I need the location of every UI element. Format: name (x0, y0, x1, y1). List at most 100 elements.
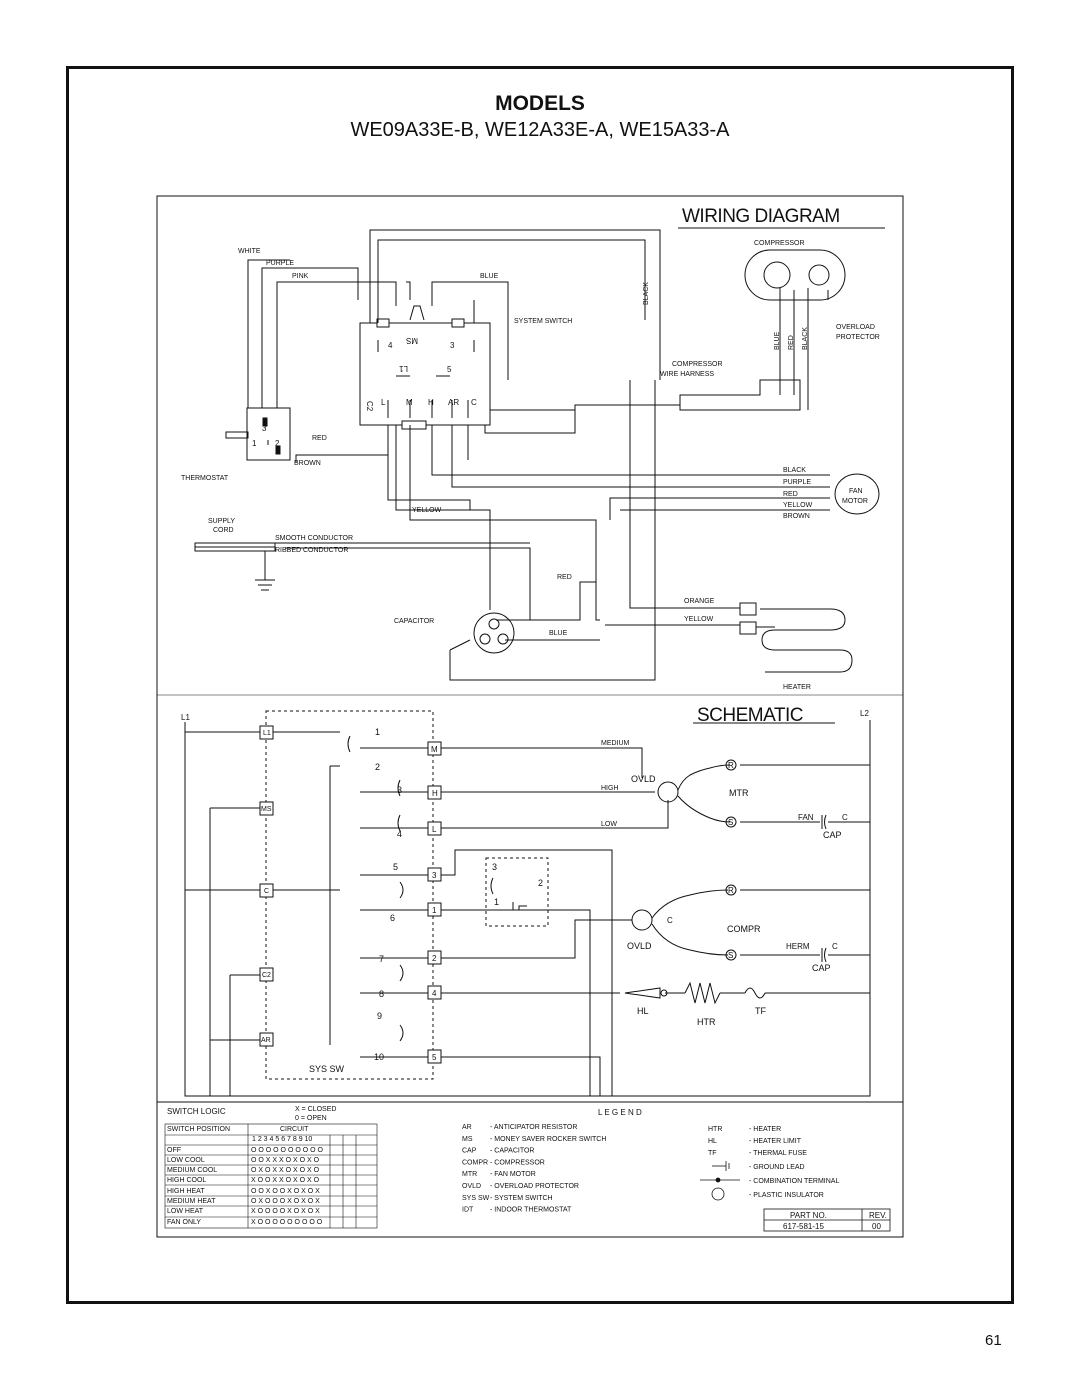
s-label-1: S (728, 818, 733, 827)
sch-box-m-text: M (431, 745, 438, 754)
sch-box-2-text: 2 (432, 954, 437, 963)
r-label-1: R (728, 761, 734, 770)
schematic-l2: L2 (860, 709, 869, 718)
fan-label: FAN (849, 488, 863, 495)
fan-wire-brown: BROWN (783, 513, 810, 520)
sch-box-1-text: 1 (432, 906, 437, 915)
sch-box-c-text: C (264, 888, 269, 895)
sch-box-3-text: 3 (432, 871, 437, 880)
contact-7: 7 (379, 954, 384, 964)
legend-desc: - OVERLOAD PROTECTOR (490, 1183, 579, 1190)
sch-box-h (427, 785, 442, 800)
contact-9: 9 (377, 1011, 382, 1021)
part-no-box (763, 1208, 891, 1232)
sch-box-l1-text: L1 (263, 730, 271, 737)
logic-row-position: MEDIUM HEAT (167, 1198, 216, 1205)
sch-box-ms (259, 801, 274, 816)
switch-label-5: 5 (447, 365, 452, 374)
s-label-2: S (728, 951, 733, 960)
sys-sw-label: SYS SW (309, 1064, 345, 1074)
switch-label-3: 3 (450, 341, 455, 350)
thermo-contact-2: 2 (538, 878, 543, 888)
switch-label-c2: C2 (365, 401, 374, 412)
ovld-label-2: OVLD (627, 941, 652, 951)
thermostat-terminal-1: 1 (252, 439, 257, 448)
legend-desc: - ANTICIPATOR RESISTOR (490, 1124, 577, 1131)
legend-symbols (700, 1161, 740, 1201)
sch-box-ar (259, 1032, 274, 1047)
logic-row-pattern: X O O O O X O X O X (251, 1208, 320, 1215)
fan-wire-purple: PURPLE (783, 479, 811, 486)
page-number: 61 (985, 1332, 1002, 1349)
fan-wire-red: RED (783, 491, 798, 498)
supply-cord-label-2: CORD (213, 527, 234, 534)
switch-label-4: 4 (388, 341, 393, 350)
motor-label: MOTOR (842, 498, 868, 505)
legend-desc: - COMBINATION TERMINAL (749, 1178, 839, 1185)
harness-label-1: COMPRESSOR (672, 361, 723, 368)
col-circuit: CIRCUIT (280, 1126, 309, 1133)
wire-red-label: RED (312, 435, 327, 442)
logic-row-position: HIGH HEAT (167, 1188, 205, 1195)
logic-row-pattern: X O O X X O X O X O (251, 1177, 320, 1184)
legend-code: HTR (708, 1126, 722, 1133)
sch-box-c2-text: C2 (262, 972, 271, 979)
switch-logic-closed: X = CLOSED (295, 1106, 336, 1113)
logic-row-pattern: O O X O O X O X O X (251, 1188, 320, 1195)
heater-label: HEATER (783, 684, 811, 691)
sch-box-4-text: 4 (432, 989, 437, 998)
harness-black-label: BLACK (802, 327, 809, 350)
wiring-diagram-title: WIRING DIAGRAM (682, 206, 840, 227)
legend-desc: - HEATER LIMIT (749, 1138, 802, 1145)
ovld-label-1: OVLD (631, 774, 656, 784)
legend-desc: - GROUND LEAD (749, 1164, 805, 1171)
switch-terminal-4 (376, 318, 390, 328)
circuit-numbers: 1 2 3 4 5 6 7 8 9 10 (252, 1136, 312, 1143)
contact-2: 2 (375, 762, 380, 772)
switch-label-l: L (381, 398, 386, 407)
legend-code: AR (462, 1124, 472, 1131)
logic-row-position: LOW COOL (167, 1157, 205, 1164)
ribbed-conductor-label: RIBBED CONDUCTOR (275, 547, 348, 554)
part-no-value: 617-581-15 (783, 1222, 824, 1231)
wire-white-label: WHITE (238, 248, 261, 255)
sch-box-c (259, 883, 274, 898)
legend-desc: - CAPACITOR (490, 1148, 534, 1155)
legend-desc: - COMPRESSOR (490, 1159, 545, 1166)
fan-cap-label: CAP (823, 830, 842, 840)
wire-yellow-label: YELLOW (412, 507, 442, 514)
legend-code: COMPR (462, 1159, 488, 1166)
legend-desc: - MONEY SAVER ROCKER SWITCH (490, 1136, 606, 1143)
speed-low: LOW (601, 821, 617, 828)
legend-code: IDT (462, 1207, 474, 1214)
switch-logic-open: 0 = OPEN (295, 1115, 327, 1122)
sch-box-l1 (259, 725, 274, 740)
schematic-lines (184, 710, 871, 1097)
contact-6: 6 (390, 913, 395, 923)
legend-desc: - SYSTEM SWITCH (490, 1195, 553, 1202)
wire-brown-label: BROWN (294, 460, 321, 467)
contact-3: 3 (397, 785, 402, 795)
sch-box-1 (427, 902, 442, 917)
logic-row-pattern: O X O X X O X O X O (251, 1167, 320, 1174)
col-switch-position: SWITCH POSITION (167, 1126, 230, 1133)
legend-title: L E G E N D (598, 1108, 642, 1117)
legend-code: OVLD (462, 1183, 481, 1190)
thermo-contact-3: 3 (492, 862, 497, 872)
logic-row-position: FAN ONLY (167, 1219, 201, 1226)
wire-yellow2-label: YELLOW (684, 616, 714, 623)
switch-terminal-3 (451, 318, 465, 328)
hl-label: HL (637, 1006, 649, 1016)
overload-label-2: PROTECTOR (836, 334, 880, 341)
sch-box-h-text: H (432, 789, 438, 798)
switch-label-m: M (406, 398, 413, 407)
thermostat-terminal-2: 2 (275, 439, 280, 448)
contact-5: 5 (393, 862, 398, 872)
models-heading: MODELS (495, 92, 585, 115)
sch-box-c2 (259, 967, 274, 982)
ms-rocker (409, 305, 425, 321)
switch-label-c: C (471, 398, 477, 407)
wire-blue-label: BLUE (480, 273, 499, 280)
legend-desc: - THERMAL FUSE (749, 1150, 807, 1157)
schematic-title: SCHEMATIC (697, 705, 803, 726)
